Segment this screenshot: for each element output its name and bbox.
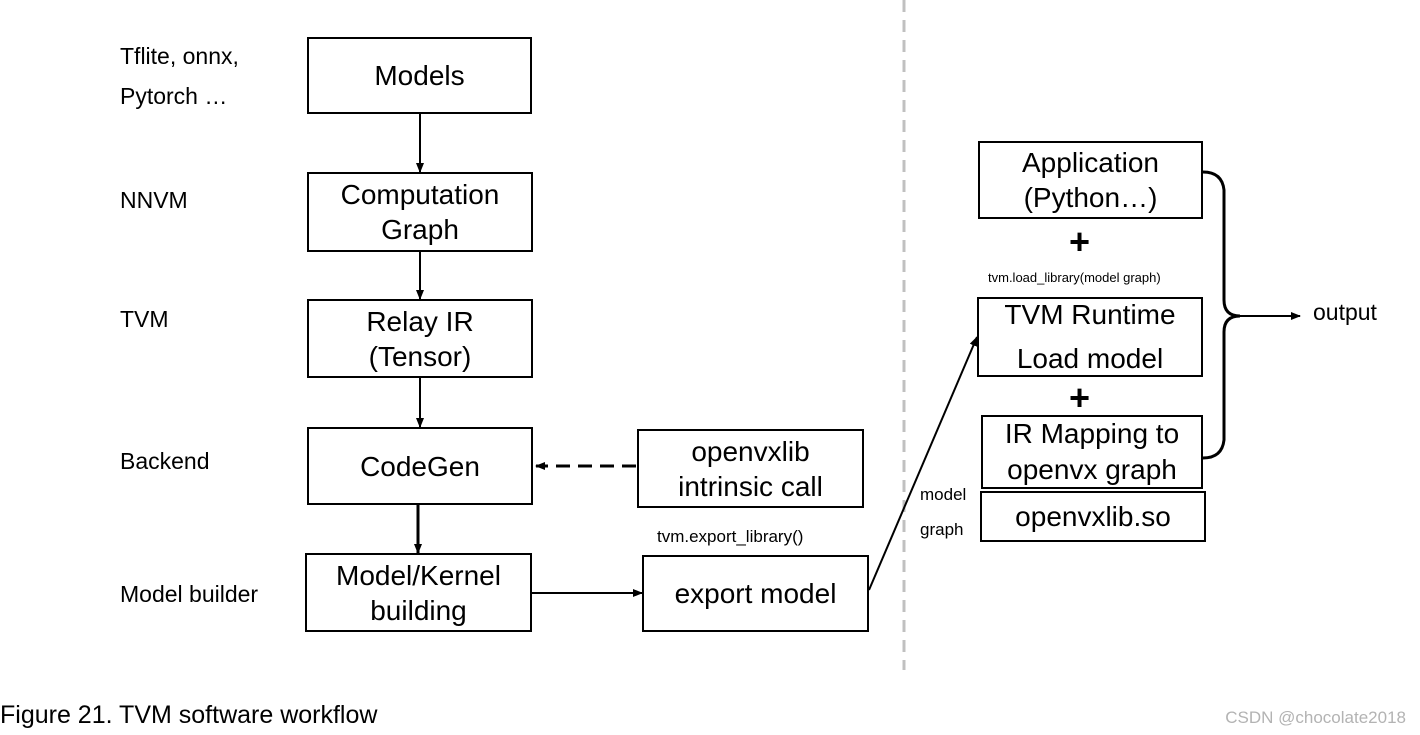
export-library-annotation: tvm.export_library(): [657, 527, 804, 546]
model-builder-label: Model builder: [120, 581, 259, 607]
output-label: output: [1313, 299, 1377, 325]
plus-sign-1: +: [1069, 221, 1091, 262]
computation-graph-box: Computation Graph: [307, 172, 533, 252]
application-line1: Application: [1022, 147, 1159, 178]
computation-graph-line2: Graph: [381, 214, 459, 245]
openvxlib-line2: intrinsic call: [678, 470, 823, 502]
openvxlib-so-text: openvxlib.so: [1015, 501, 1171, 532]
backend-label: Backend: [120, 448, 210, 474]
relay-ir-box: Relay IR (Tensor): [307, 299, 533, 378]
openvxlib-box: openvxlib intrinsic call: [637, 429, 864, 508]
output-bracket: [1202, 170, 1241, 460]
frameworks-label-line1: Tflite, onnx,: [120, 43, 239, 69]
plus-sign-2: +: [1069, 377, 1091, 418]
watermark: CSDN @chocolate2018: [1225, 708, 1406, 727]
relay-ir-line2: (Tensor): [368, 340, 472, 372]
codegen-box-text: CodeGen: [360, 450, 480, 482]
tvm-runtime-box: TVM Runtime Load model: [977, 297, 1203, 377]
ir-mapping-line1: IR Mapping to: [1004, 418, 1180, 449]
models-box: Models: [307, 37, 532, 114]
codegen-box: CodeGen: [307, 427, 533, 505]
application-box: Application (Python…): [978, 141, 1203, 219]
ir-mapping-line2: openvx graph: [1007, 454, 1177, 485]
tvm-runtime-line1: TVM Runtime: [1004, 299, 1176, 330]
tvm-runtime-line2: Load model: [1016, 343, 1164, 374]
application-line2: (Python…): [1023, 182, 1158, 213]
export-model-box: export model: [642, 555, 869, 632]
model-side-label: model: [920, 485, 967, 504]
building-line1: Model/Kernel: [336, 559, 501, 591]
figure-caption: Figure 21. TVM software workflow: [0, 701, 378, 729]
computation-graph-line1: Computation: [340, 179, 500, 210]
export-model-text: export model: [674, 578, 837, 609]
building-line2: building: [370, 594, 467, 626]
openvxlib-line1: openvxlib: [691, 435, 810, 467]
load-library-annotation: tvm.load_library(model graph): [988, 270, 1161, 285]
tvm-label: TVM: [120, 306, 169, 332]
frameworks-label-line2: Pytorch …: [120, 83, 228, 109]
relay-ir-line1: Relay IR: [366, 305, 474, 337]
models-box-text: Models: [374, 60, 465, 91]
arrow-export-to-runtime: [868, 336, 978, 591]
graph-side-label: graph: [920, 520, 964, 539]
model-kernel-building-box: Model/Kernel building: [305, 553, 532, 632]
nnvm-label: NNVM: [120, 187, 188, 213]
openvxlib-so-box: openvxlib.so: [980, 491, 1206, 542]
ir-mapping-box: IR Mapping to openvx graph: [981, 415, 1203, 489]
